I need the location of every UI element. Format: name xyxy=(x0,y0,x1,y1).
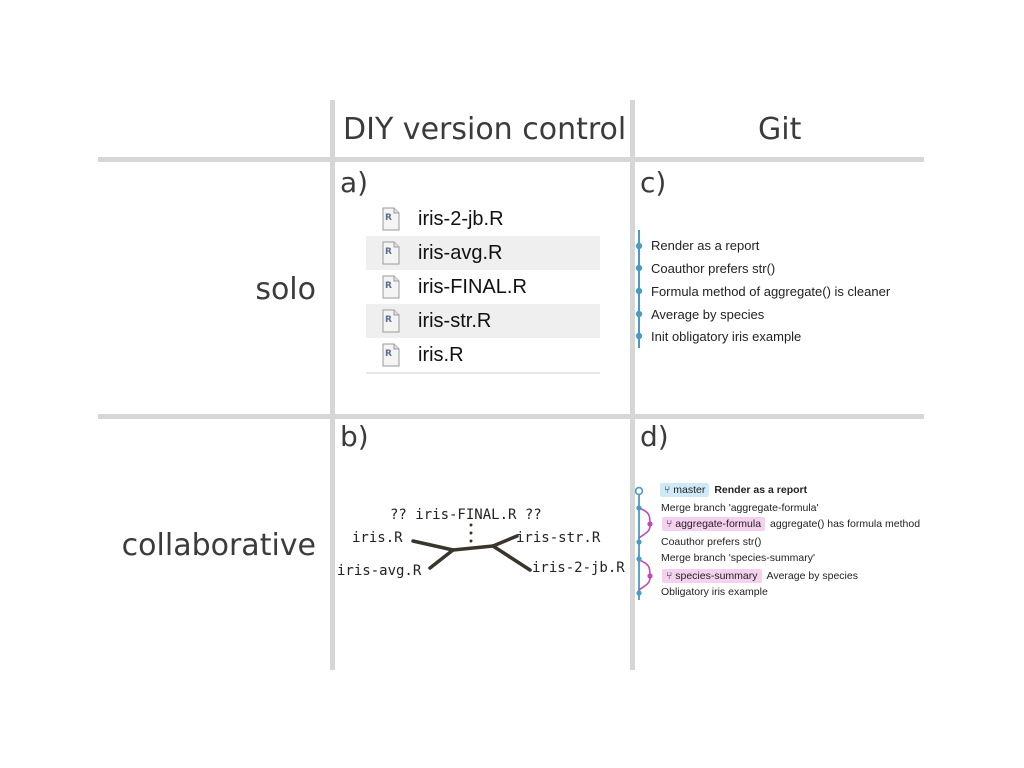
r-script-file-icon: R xyxy=(382,275,400,299)
file-name: iris.R xyxy=(418,343,464,366)
file-row: R iris.R xyxy=(366,338,600,372)
tree-label-iris-str: iris-str.R xyxy=(516,530,601,546)
commit-message: Render as a report xyxy=(651,238,760,253)
tree-branch xyxy=(451,544,495,552)
commit-message: Merge branch 'aggregate-formula' xyxy=(661,502,819,514)
panel-label-a: a) xyxy=(340,166,369,199)
file-list-divider xyxy=(366,372,600,374)
r-script-file-icon: R xyxy=(382,207,400,231)
svg-text:R: R xyxy=(385,281,392,291)
commit-message: Obligatory iris example xyxy=(661,586,768,598)
file-name: iris-2-jb.R xyxy=(418,207,504,230)
branch-name: species-summary xyxy=(675,570,758,582)
commit-message: Render as a report xyxy=(714,484,808,496)
commit-dot xyxy=(647,521,653,527)
panel-label-b: b) xyxy=(340,420,369,453)
commit-dot xyxy=(636,590,642,596)
branch-name: aggregate-formula xyxy=(675,518,762,530)
branch-icon: ⑂ xyxy=(664,484,671,496)
tree-branch xyxy=(491,534,519,548)
commit-graph xyxy=(635,230,643,348)
svg-text:R: R xyxy=(385,349,392,359)
commit-dot xyxy=(635,264,643,272)
branch-graph xyxy=(634,486,653,600)
file-row: R iris-str.R xyxy=(366,304,600,338)
svg-text:R: R xyxy=(385,247,392,257)
commit-message: Coauthor prefers str() xyxy=(651,261,776,276)
species-branch-tag: ⑂ species-summary xyxy=(662,569,762,583)
commit-dot xyxy=(635,310,643,318)
grid-horizontal-line-top xyxy=(98,157,924,162)
file-list: R iris-2-jb.R R iris-avg.R R iris-FINAL.… xyxy=(366,202,600,374)
commit-message: Average by species xyxy=(766,570,858,582)
commit-dot xyxy=(635,287,643,295)
commit-row-aggregate: ⑂ aggregate-formula aggregate() has formu… xyxy=(662,517,920,531)
commit-message: Coauthor prefers str() xyxy=(661,536,762,548)
tree-branch xyxy=(428,548,455,570)
row-label-collaborative: collaborative xyxy=(121,528,316,563)
git-log-collaborative: ⑂ master Render as a report Merge branch … xyxy=(630,480,924,610)
branch-name: master xyxy=(673,484,706,496)
svg-text:R: R xyxy=(385,315,392,325)
aggregate-branch-tag: ⑂ aggregate-formula xyxy=(662,517,766,531)
master-branch-tag: ⑂ master xyxy=(660,483,710,497)
commit-row-species: ⑂ species-summary Average by species xyxy=(662,569,858,583)
file-name: iris-avg.R xyxy=(418,241,503,264)
ellipsis-dots xyxy=(469,523,473,543)
commit-dot xyxy=(635,332,643,340)
file-row: R iris-FINAL.R xyxy=(366,270,600,304)
tree-label-final: ?? iris-FINAL.R ?? xyxy=(390,507,542,523)
r-script-file-icon: R xyxy=(382,309,400,333)
branch-icon: ⑂ xyxy=(666,518,673,530)
file-name: iris-FINAL.R xyxy=(418,275,527,298)
svg-text:R: R xyxy=(385,213,392,223)
r-script-file-icon: R xyxy=(382,241,400,265)
file-row: R iris-avg.R xyxy=(366,236,600,270)
grid-vertical-line-left xyxy=(330,100,335,670)
git-log-solo: Render as a report Coauthor prefers str(… xyxy=(634,230,924,350)
tree-branch xyxy=(411,539,455,552)
branch-icon: ⑂ xyxy=(666,570,673,582)
head-commit-dot xyxy=(634,486,644,496)
commit-message: Formula method of aggregate() is cleaner xyxy=(651,284,891,299)
tree-label-iris-2-jb: iris-2-jb.R xyxy=(532,560,625,576)
commit-message: Average by species xyxy=(651,307,765,322)
tree-label-iris-avg: iris-avg.R xyxy=(337,563,422,579)
file-tree-diagram xyxy=(411,523,532,572)
commit-dot xyxy=(636,556,642,562)
grid-vertical-line-right xyxy=(630,100,635,670)
commit-dot xyxy=(636,505,642,511)
commit-dot xyxy=(647,573,653,579)
commit-dot xyxy=(635,242,643,250)
commit-dot xyxy=(636,539,642,545)
commit-row-head: ⑂ master Render as a report xyxy=(660,483,807,497)
file-row: R iris-2-jb.R xyxy=(366,202,600,236)
grid-horizontal-line-middle xyxy=(98,414,924,419)
commit-message: aggregate() has formula method xyxy=(770,518,921,530)
panel-label-d: d) xyxy=(640,420,669,453)
commit-message: Merge branch 'species-summary' xyxy=(661,552,815,564)
file-name: iris-str.R xyxy=(418,309,492,332)
commit-message: Init obligatory iris example xyxy=(651,329,802,344)
row-label-solo: solo xyxy=(255,272,316,307)
r-script-file-icon: R xyxy=(382,343,400,367)
tree-label-iris: iris.R xyxy=(352,530,403,546)
tree-branch xyxy=(491,544,532,572)
column-header-diy: DIY version control xyxy=(343,112,627,147)
column-header-git: Git xyxy=(758,112,802,147)
panel-label-c: c) xyxy=(640,166,667,199)
